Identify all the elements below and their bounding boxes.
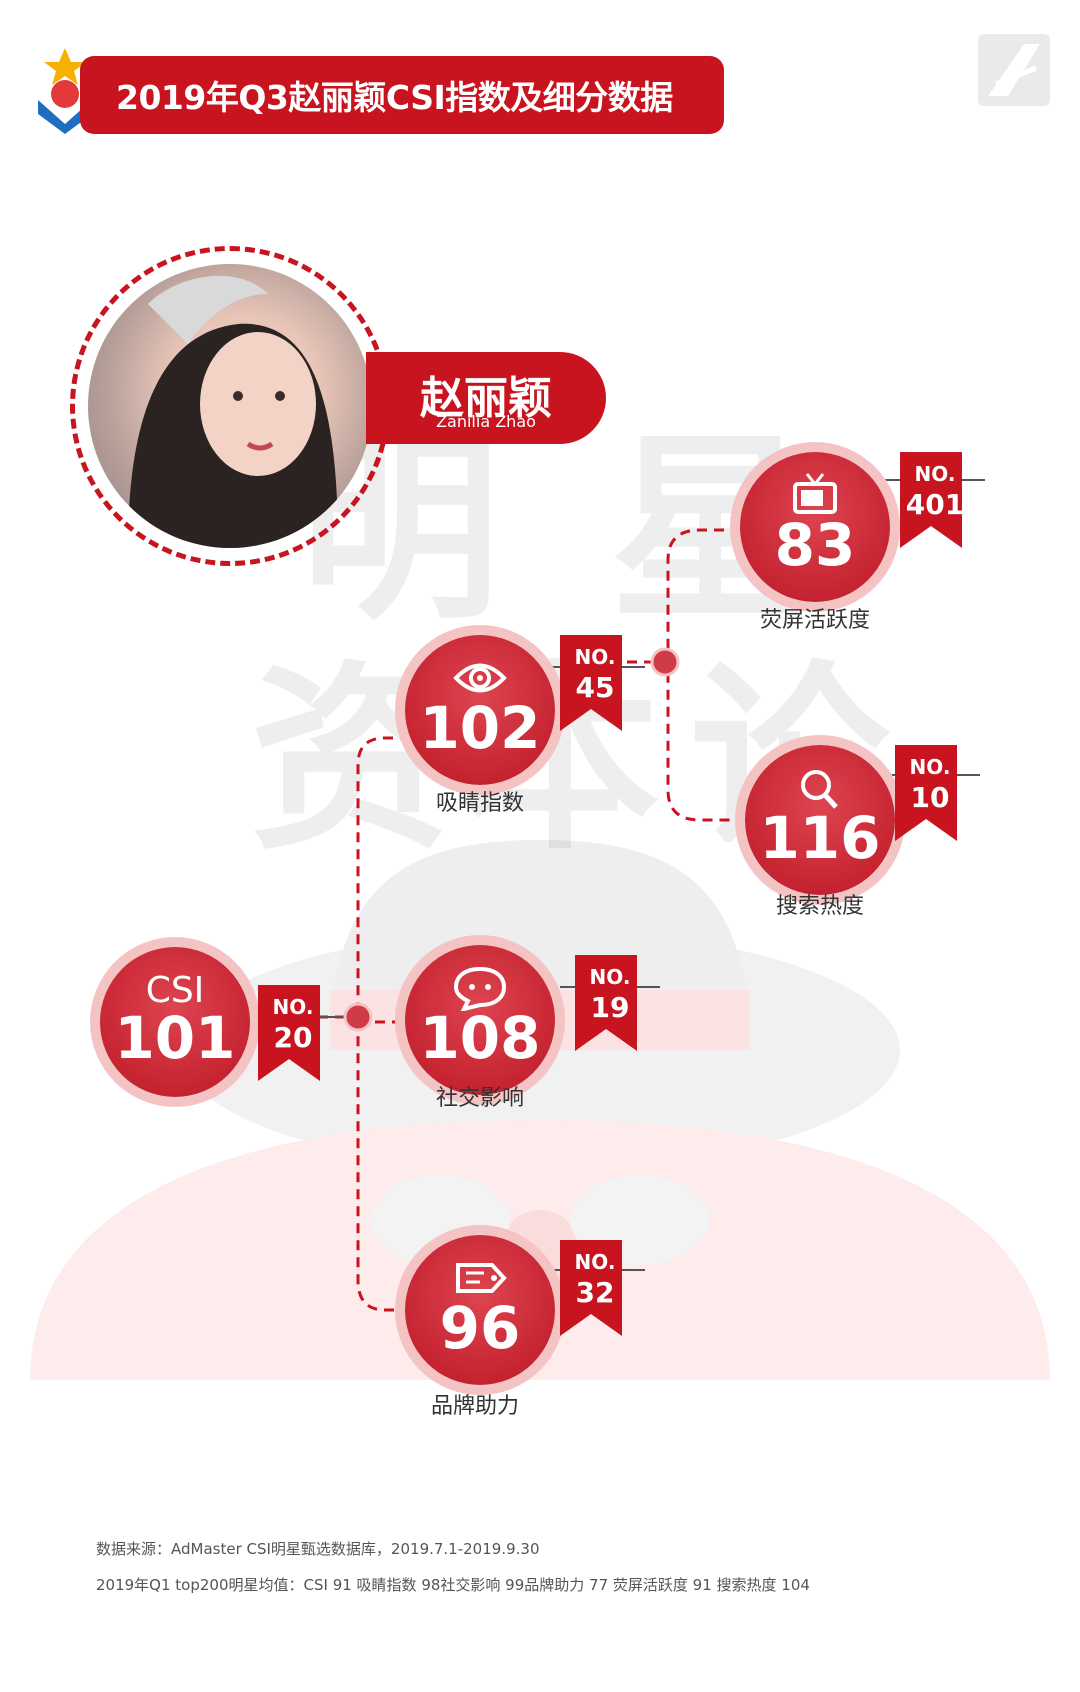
rank-value: 401 bbox=[905, 488, 965, 521]
star-name-cn: 赵丽颖 bbox=[420, 373, 552, 424]
metric-label: 品牌助力 bbox=[430, 1394, 519, 1419]
rank-value: 45 bbox=[575, 671, 615, 704]
metric-node-social: 108 bbox=[405, 945, 555, 1095]
metric-label: 荧屏活跃度 bbox=[759, 608, 870, 633]
rank-flag-shape bbox=[258, 985, 320, 1081]
rank-prefix: NO. bbox=[914, 462, 956, 486]
star-name-en: Zanilia Zhao bbox=[436, 412, 536, 431]
rank-flag-shape bbox=[895, 745, 957, 841]
metric-value: 83 bbox=[774, 511, 856, 579]
rank-flag-shape bbox=[560, 635, 622, 731]
rank-value: 20 bbox=[273, 1021, 313, 1054]
metric-label: 搜索热度 bbox=[775, 894, 864, 919]
rank-flag-shape bbox=[575, 955, 637, 1051]
metric-label: 吸睛指数 bbox=[435, 791, 524, 816]
metric-node-brand: 96 bbox=[405, 1235, 555, 1385]
star-name-badge: 赵丽颖 Zanilia Zhao bbox=[366, 352, 606, 444]
csi-value: 101 bbox=[114, 1004, 236, 1072]
eye-icon bbox=[453, 663, 507, 693]
metric-value: 96 bbox=[439, 1294, 521, 1362]
brand-rank-flag: NO. 32 bbox=[560, 1240, 630, 1336]
rank-prefix: NO. bbox=[574, 1250, 616, 1274]
search-icon bbox=[801, 770, 838, 809]
metric-node-attention: 102 bbox=[405, 635, 555, 785]
rank-prefix: NO. bbox=[589, 965, 631, 989]
metric-node-screen: 83 bbox=[740, 452, 890, 602]
portrait-ring bbox=[70, 246, 390, 566]
csi-label: CSI bbox=[145, 970, 205, 1011]
metric-value: 116 bbox=[759, 804, 881, 872]
rank-flag-shape bbox=[900, 452, 962, 548]
csi-rank-flag: NO. 20 bbox=[258, 985, 328, 1081]
tv-icon bbox=[793, 473, 837, 514]
social-rank-flag: NO. 19 bbox=[575, 955, 645, 1051]
corner-logo-icon bbox=[978, 34, 1050, 106]
metric-node-search: 116 bbox=[745, 745, 895, 895]
average-values-note: 2019年Q1 top200明星均值：CSI 91 吸睛指数 98社交影响 99… bbox=[96, 1576, 810, 1594]
csi-node: CSI 101 bbox=[100, 947, 250, 1097]
metric-value: 108 bbox=[419, 1004, 541, 1072]
metric-value: 102 bbox=[419, 694, 541, 762]
screen-rank-flag: NO. 401 bbox=[900, 452, 970, 548]
metric-label: 社交影响 bbox=[435, 1086, 524, 1111]
rank-value: 32 bbox=[575, 1276, 615, 1309]
attention-rank-flag: NO. 45 bbox=[560, 635, 630, 731]
chat-icon bbox=[453, 966, 507, 1011]
rank-prefix: NO. bbox=[909, 755, 951, 779]
data-source-note: 数据来源：AdMaster CSI明星甄选数据库，2019.7.1-2019.9… bbox=[96, 1540, 540, 1558]
rank-value: 10 bbox=[910, 781, 950, 814]
rank-prefix: NO. bbox=[272, 995, 314, 1019]
rank-prefix: NO. bbox=[574, 645, 616, 669]
search-rank-flag: NO. 10 bbox=[895, 745, 965, 841]
rank-flag-shape bbox=[560, 1240, 622, 1336]
page-title: 2019年Q3赵丽颖CSI指数及细分数据 bbox=[80, 56, 724, 134]
price-tag-icon bbox=[456, 1263, 507, 1293]
rank-value: 19 bbox=[590, 991, 630, 1024]
